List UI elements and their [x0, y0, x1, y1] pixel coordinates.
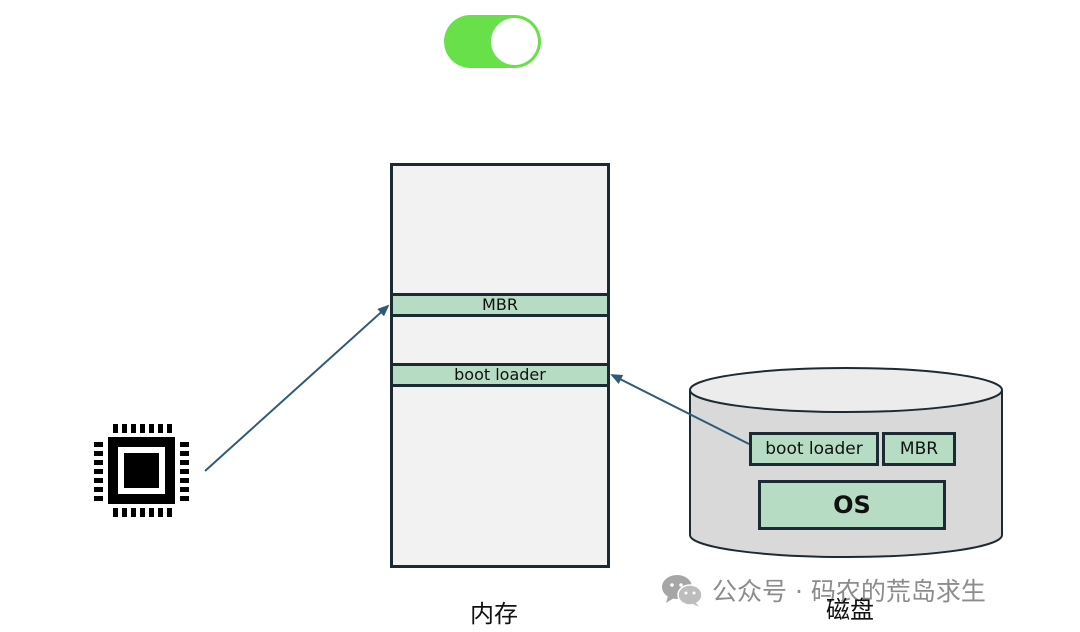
memory-bootloader-section: boot loader: [390, 363, 610, 387]
disk-caption: 磁盘: [826, 596, 874, 624]
watermark-text: 公众号 · 码农的荒岛求生: [712, 577, 986, 606]
arrow-disk-bootloader-to-memory: [610, 374, 750, 445]
memory-block: MBR boot loader: [390, 163, 610, 568]
wechat-icon: [662, 575, 703, 607]
arrow-cpu-to-mbr: [204, 304, 390, 472]
watermark: 公众号 · 码农的荒岛求生: [660, 570, 986, 610]
toggle-knob: [491, 18, 538, 65]
toggle-switch[interactable]: [444, 15, 541, 68]
disk-mbr-section: MBR: [882, 432, 956, 466]
memory-mbr-section: MBR: [390, 293, 610, 317]
cpu-chip-icon: [94, 424, 189, 517]
memory-caption: 内存: [470, 600, 518, 628]
disk-os-section: OS: [758, 480, 946, 530]
disk-bootloader-section: boot loader: [749, 432, 879, 466]
